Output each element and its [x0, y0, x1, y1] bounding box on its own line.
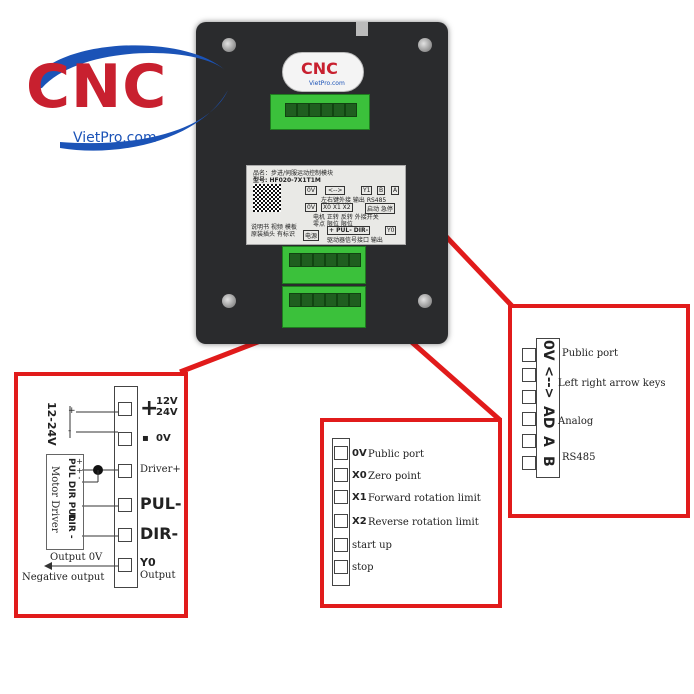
comm-code-ad: AD [540, 406, 556, 429]
pin-dir-minus: DIR- [140, 524, 179, 543]
terminal-block-bottom [282, 286, 366, 328]
screw-icon [418, 38, 432, 52]
pin-12v: 12V [156, 396, 178, 407]
brand-logo-site: VietPro.com [73, 130, 157, 146]
label-row3-pul-dir: + PUL- DIR- [327, 226, 371, 235]
label-line-model: 型号: HF020-7X1T1M [253, 177, 321, 184]
label-row1-b: B [377, 186, 386, 195]
negative-output-label: Negative output [22, 572, 105, 583]
pin-pul-minus: PUL- [140, 494, 182, 513]
device-label: 品名：步进/伺服运动控制模块 型号: HF020-7X1T1M 0V <--> … [246, 165, 406, 245]
comm-slot-a2 [522, 434, 536, 448]
driver-pin-signs: + + - [75, 458, 84, 480]
input-desc-stop: stop [352, 562, 374, 573]
terminal-slot-y0 [118, 558, 132, 572]
label-row1-y1: Y1 [361, 186, 373, 195]
motor-driver-label: Motor Driver [49, 466, 60, 533]
wiring-panel-inputs: 0V Public port X0 Zero point X1 Forward … [320, 418, 502, 608]
label-row3-note: 驱动器信号接口 输出 [327, 237, 383, 244]
label-left-note: 说明书 视频 模板 [251, 224, 297, 231]
comm-slot-b [522, 456, 536, 470]
label-row2-start-stop: 启动 急停 [365, 203, 395, 214]
pin-24v: 24V [156, 407, 178, 418]
label-left-note2: 原装插头 有标识 [251, 231, 295, 238]
comm-code-b: B [540, 456, 556, 467]
wiring-panel-power-driver: 12-24V + - PUL DIR PUL + + - DIR - Motor… [14, 372, 188, 618]
pin-0v: 0V [156, 433, 171, 444]
pin-0v-marker: ▪ [142, 433, 149, 444]
input-desc-x0: Zero point [368, 471, 421, 482]
comm-desc-rs485: RS485 [562, 452, 596, 463]
supply-plus: + [68, 406, 76, 416]
input-code-x0: X0 [352, 470, 367, 481]
brand-logo-text: CNC [26, 52, 168, 122]
label-row3-y0: Y0 [385, 226, 397, 235]
label-row1-a: A [391, 186, 400, 195]
terminal-slot-power-plus [118, 402, 132, 416]
device-sticker-brand: CNC [301, 59, 338, 78]
comm-code-0v: 0V [540, 340, 556, 361]
input-slot-start [334, 538, 348, 552]
comm-slot-a [522, 412, 536, 426]
pin-output: Output [140, 570, 176, 581]
input-terminal-strip [332, 438, 350, 586]
label-row2-note2: 零点 限位 限位 [313, 221, 353, 228]
label-row2-note: 电机 正转 反转 外接开关 [313, 214, 379, 221]
device-sticker-site: VietPro.com [309, 80, 345, 87]
screw-icon [418, 294, 432, 308]
input-desc-x2: Reverse rotation limit [368, 517, 479, 528]
terminal-slot-driver-plus [118, 464, 132, 478]
brand-logo-swoosh [30, 45, 228, 151]
wiring-panel-communication: 0V <--> AD A B Public port Left right ar… [508, 304, 690, 518]
input-slot-x0 [334, 468, 348, 482]
output-0v-label: Output 0V [50, 552, 103, 563]
label-row3-power: 电源 [303, 230, 320, 241]
screw-icon [222, 38, 236, 52]
comm-desc-arrow: Left right arrow keys [558, 378, 666, 389]
label-row2-0v: 0V [305, 203, 317, 212]
qr-code-icon [253, 184, 281, 212]
input-code-0v: 0V [352, 448, 367, 459]
input-code-x2: X2 [352, 516, 367, 527]
comm-desc-analog: Analog [558, 416, 594, 427]
terminal-block-top [270, 94, 370, 130]
pin-y0: Y0 [140, 556, 156, 569]
comm-slot-arrow [522, 368, 536, 382]
pin-plus-sign: + [140, 396, 159, 421]
terminal-slot-pul [118, 498, 132, 512]
comm-slot-ad [522, 390, 536, 404]
device-sticker: CNC VietPro.com [282, 52, 364, 92]
input-desc-start: start up [352, 540, 392, 551]
input-code-x1: X1 [352, 492, 367, 503]
wiring-lines [44, 406, 118, 570]
motor-driver-box [46, 454, 84, 550]
comm-code-a: A [540, 436, 556, 447]
pin-driver-plus: Driver+ [140, 464, 181, 475]
comm-desc-public: Public port [562, 348, 618, 359]
label-row1-arrow: <--> [325, 186, 346, 195]
device-latch [356, 22, 368, 36]
label-row1-note: 左右键外接 输出 RS485 [321, 197, 387, 204]
terminal-slot-dir [118, 528, 132, 542]
input-desc-0v: Public port [368, 449, 424, 460]
comm-code-arrow: <--> [541, 366, 556, 399]
label-line-name: 品名：步进/伺服运动控制模块 [253, 170, 334, 177]
driver-dir-minus: DIR - [66, 514, 76, 539]
terminal-block-middle [282, 246, 366, 284]
terminal-slot-power-0v [118, 432, 132, 446]
input-slot-x2 [334, 514, 348, 528]
comm-slot-0v [522, 348, 536, 362]
screw-icon [222, 294, 236, 308]
label-row2-x: X0 X1 X2 [321, 203, 353, 212]
input-slot-stop [334, 560, 348, 574]
comm-terminal-strip [536, 338, 560, 478]
input-desc-x1: Forward rotation limit [368, 493, 481, 504]
terminal-strip [114, 386, 138, 588]
input-slot-0v [334, 446, 348, 460]
label-row1-0v: 0V [305, 186, 317, 195]
input-slot-x1 [334, 490, 348, 504]
